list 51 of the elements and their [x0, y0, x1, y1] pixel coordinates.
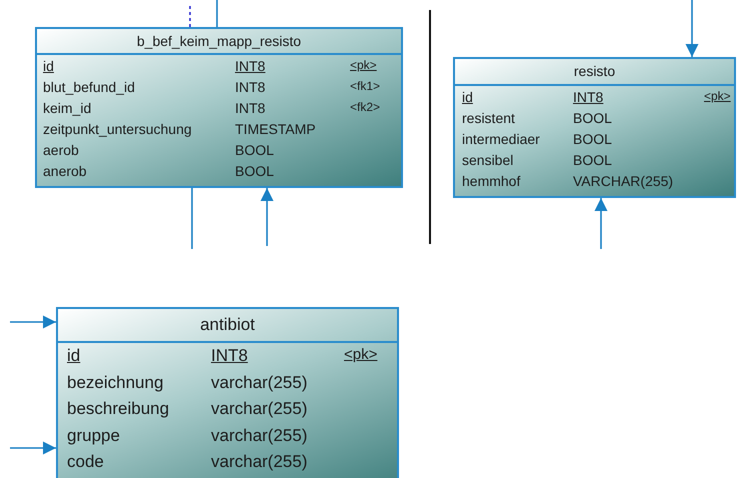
column-name: code: [67, 452, 104, 472]
column-type: TIMESTAMP: [235, 121, 316, 137]
connector-line: [191, 188, 193, 249]
column-name: zeitpunkt_untersuchung: [43, 121, 192, 137]
column-type: varchar(255): [211, 426, 308, 446]
key-marker: <pk>: [704, 89, 731, 103]
column-type: BOOL: [573, 110, 612, 126]
arrow: [10, 442, 56, 454]
table-box: [35, 27, 403, 188]
column-name: anerob: [43, 163, 87, 179]
column-type: BOOL: [235, 163, 274, 179]
column-type: INT8: [573, 89, 604, 105]
column-name: aerob: [43, 142, 79, 158]
table-title: b_bef_keim_mapp_resisto: [136, 32, 302, 51]
column-name: resistent: [462, 110, 515, 126]
column-name: id: [67, 346, 80, 366]
table-title: antibiot: [200, 314, 255, 336]
connector-line: [189, 6, 191, 27]
key-marker: <fk2>: [350, 100, 380, 114]
table-box: [453, 57, 736, 198]
column-type: INT8: [235, 100, 266, 116]
column-type: varchar(255): [211, 399, 308, 419]
column-type: INT8: [235, 79, 266, 95]
column-name: id: [43, 58, 54, 74]
column-type: varchar(255): [211, 452, 308, 472]
column-name: hemmhof: [462, 173, 520, 189]
column-name: beschreibung: [67, 399, 170, 419]
arrow: [594, 198, 608, 249]
column-name: id: [462, 89, 473, 105]
column-type: BOOL: [573, 131, 612, 147]
arrow: [10, 316, 56, 328]
arrow: [260, 188, 274, 246]
key-marker: <pk>: [344, 346, 378, 363]
column-type: BOOL: [573, 152, 612, 168]
column-name: sensibel: [462, 152, 514, 168]
arrow: [686, 0, 698, 57]
column-name: gruppe: [67, 426, 120, 446]
column-type: varchar(255): [211, 372, 308, 392]
key-marker: <fk1>: [350, 79, 380, 93]
connector-line: [216, 0, 218, 27]
table-box: [56, 307, 399, 478]
column-type: INT8: [211, 346, 248, 366]
key-marker: <pk>: [350, 58, 377, 72]
column-type: VARCHAR(255): [573, 173, 674, 189]
column-type: INT8: [235, 58, 266, 74]
column-type: BOOL: [235, 142, 274, 158]
column-name: bezeichnung: [67, 372, 164, 392]
table-title: resisto: [574, 62, 616, 81]
column-name: blut_befund_id: [43, 79, 135, 95]
column-name: keim_id: [43, 100, 92, 116]
column-name: intermediaer: [462, 131, 540, 147]
